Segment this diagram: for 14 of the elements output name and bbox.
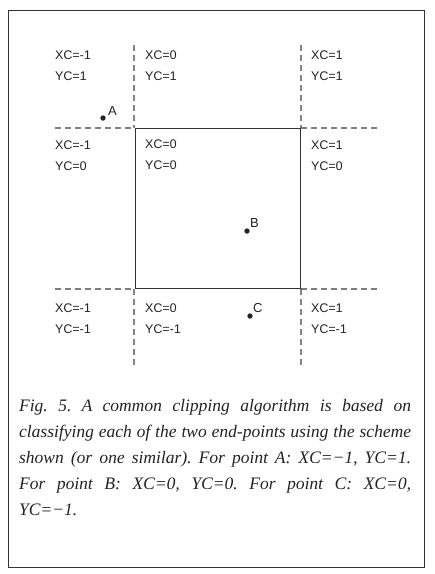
region-code: XC=1 YC=1 xyxy=(311,47,344,85)
region-code: XC=1 YC=0 xyxy=(311,137,344,175)
region-code: XC=0 YC=0 xyxy=(145,136,178,174)
region-code: XC=0 YC=1 xyxy=(145,47,178,85)
region-code: XC=-1 YC=0 xyxy=(55,137,92,175)
point-label: A xyxy=(108,103,117,118)
figure-caption: Fig. 5. A common clipping algorithm is based on classifying each of the two end-points using the scheme shown (or one similar). For point A: XC=−1, YC=1. For point B: XC=0, YC=0. For point C: XC=0, YC=−1. xyxy=(19,394,411,521)
point-label: B xyxy=(250,215,259,230)
region-code: XC=0 YC=-1 xyxy=(145,300,182,338)
region-code: XC=1 YC=-1 xyxy=(311,300,348,338)
region-code: XC=-1 YC=-1 xyxy=(55,300,92,338)
region-code: XC=-1 YC=1 xyxy=(55,47,92,85)
point-label: C xyxy=(253,300,262,315)
clipping-window xyxy=(135,128,301,289)
